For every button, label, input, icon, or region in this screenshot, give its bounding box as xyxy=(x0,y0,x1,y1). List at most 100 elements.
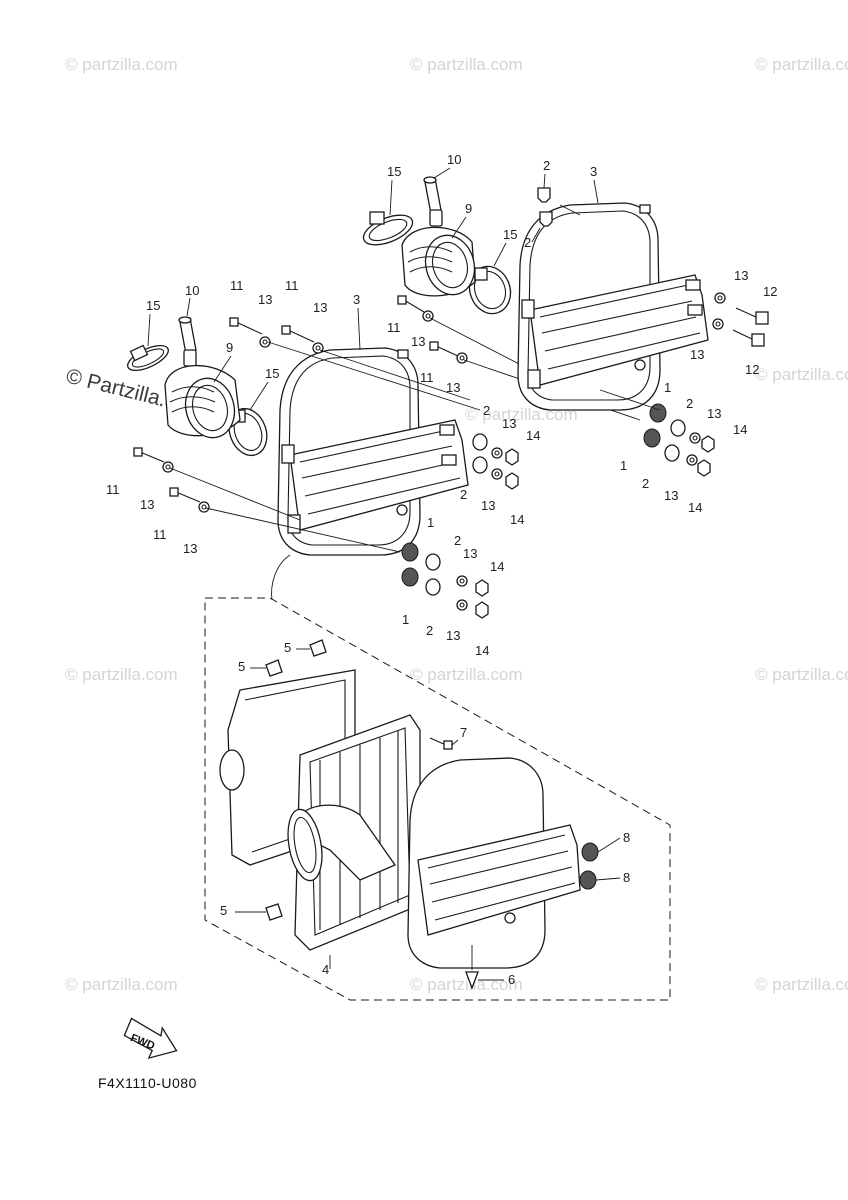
grommet-icon xyxy=(401,542,419,587)
intake-duct-icon xyxy=(287,804,396,882)
callout-label: 5 xyxy=(238,659,245,674)
callout-label: 13 xyxy=(446,380,460,395)
watermark: © partzilla.com xyxy=(755,55,848,74)
callout-label: 2 xyxy=(524,235,531,250)
hose-clamp-icon xyxy=(362,211,414,246)
watermark: © partzilla.com xyxy=(410,975,523,994)
callout-label: 3 xyxy=(353,292,360,307)
exploded-detail-view xyxy=(204,597,671,1001)
callout-label: 12 xyxy=(763,284,777,299)
callout-label: 11 xyxy=(106,482,120,497)
callout-label: 14 xyxy=(733,422,747,437)
callout-label: 13 xyxy=(690,347,704,362)
callout-label: 11 xyxy=(285,278,299,293)
callout-label: 15 xyxy=(503,227,517,242)
callout-label: 2 xyxy=(460,487,467,502)
callout-label: 1 xyxy=(664,380,671,395)
callout-label: 8 xyxy=(623,830,630,845)
vent-nipple-icon xyxy=(178,316,197,367)
cap-icon xyxy=(537,187,553,227)
washer-icon xyxy=(162,310,503,611)
callout-label: 14 xyxy=(475,643,489,658)
intake-boot-icon xyxy=(401,226,476,297)
intake-boot-icon xyxy=(164,364,241,439)
callout-label: 13 xyxy=(502,416,516,431)
flange-bolt-icon xyxy=(732,307,769,347)
callout-label: 11 xyxy=(153,527,167,542)
callout-label: 13 xyxy=(734,268,748,283)
grommet-icon xyxy=(643,403,667,448)
callout-label: 9 xyxy=(465,201,472,216)
callout-label: 13 xyxy=(183,541,197,556)
watermark: © partzilla.com xyxy=(755,975,848,994)
right-airbox-assembly xyxy=(362,176,769,477)
callout-label: 15 xyxy=(387,164,401,179)
clip-icon xyxy=(265,639,327,921)
callout-label: 1 xyxy=(620,458,627,473)
washer-icon xyxy=(686,292,726,466)
watermark: © partzilla.com xyxy=(65,55,178,74)
callout-label: 13 xyxy=(446,628,460,643)
callout-label: 15 xyxy=(146,298,160,313)
callout-label: 2 xyxy=(426,623,433,638)
callout-label: 7 xyxy=(460,725,467,740)
callout-label: 14 xyxy=(526,428,540,443)
callout-label: 13 xyxy=(664,488,678,503)
callout-label: 13 xyxy=(463,546,477,561)
callout-label: 2 xyxy=(686,396,693,411)
vent-nipple-icon xyxy=(423,176,443,227)
callout-label: 2 xyxy=(642,476,649,491)
callout-label: 10 xyxy=(447,152,461,167)
callout-label: 2 xyxy=(543,158,550,173)
callout-label: 1 xyxy=(402,612,409,627)
callout-label: 2 xyxy=(454,533,461,548)
grommet-icon xyxy=(579,842,599,890)
rivet-icon xyxy=(465,945,479,990)
airbox-housing-icon xyxy=(517,202,709,411)
watermark: © partzilla.com xyxy=(410,665,523,684)
nut-icon xyxy=(475,448,519,619)
callout-label: 2 xyxy=(483,403,490,418)
callout-label: 11 xyxy=(387,320,401,335)
callout-label: 8 xyxy=(623,870,630,885)
collar-icon xyxy=(425,433,488,596)
callout-label: 9 xyxy=(226,340,233,355)
callout-label: 10 xyxy=(185,283,199,298)
nut-icon xyxy=(697,435,715,477)
watermark: © partzilla.com xyxy=(65,975,178,994)
hose-clamp-icon xyxy=(127,344,169,372)
bolt-icon xyxy=(133,295,459,503)
callout-label: 11 xyxy=(420,370,434,385)
callout-label: 14 xyxy=(510,512,524,527)
callout-leaders xyxy=(147,167,621,981)
diagram-code: F4X1110-U080 xyxy=(98,1075,197,1091)
callout-label: 5 xyxy=(284,640,291,655)
callout-label: 13 xyxy=(411,334,425,349)
callout-label: 13 xyxy=(140,497,154,512)
callout-label: 14 xyxy=(688,500,702,515)
callout-label: 13 xyxy=(707,406,721,421)
callout-label: 13 xyxy=(313,300,327,315)
callout-label: 4 xyxy=(322,962,329,977)
left-airbox-assembly xyxy=(127,295,641,619)
airbox-housing-icon xyxy=(277,347,469,556)
callout-label: 15 xyxy=(265,366,279,381)
callouts: 15 10 9 11 13 11 13 3 15 11 13 11 13 2 1… xyxy=(106,152,777,987)
callout-label: 14 xyxy=(490,559,504,574)
hose-clamp-icon xyxy=(468,265,512,315)
callout-label: 1 xyxy=(427,515,434,530)
airbox-housing-icon xyxy=(407,757,581,969)
watermark: © partzilla.com xyxy=(755,665,848,684)
screw-icon xyxy=(429,737,453,750)
callout-label: 12 xyxy=(745,362,759,377)
watermark: © partzilla.com xyxy=(410,55,523,74)
callout-label: 13 xyxy=(258,292,272,307)
watermark: © partzilla.com xyxy=(65,665,178,684)
collar-icon xyxy=(664,419,686,462)
callout-label: 5 xyxy=(220,903,227,918)
callout-label: 6 xyxy=(508,972,515,987)
callout-label: 13 xyxy=(481,498,495,513)
watermark: © partzilla.com xyxy=(755,365,848,384)
callout-label: 3 xyxy=(590,164,597,179)
